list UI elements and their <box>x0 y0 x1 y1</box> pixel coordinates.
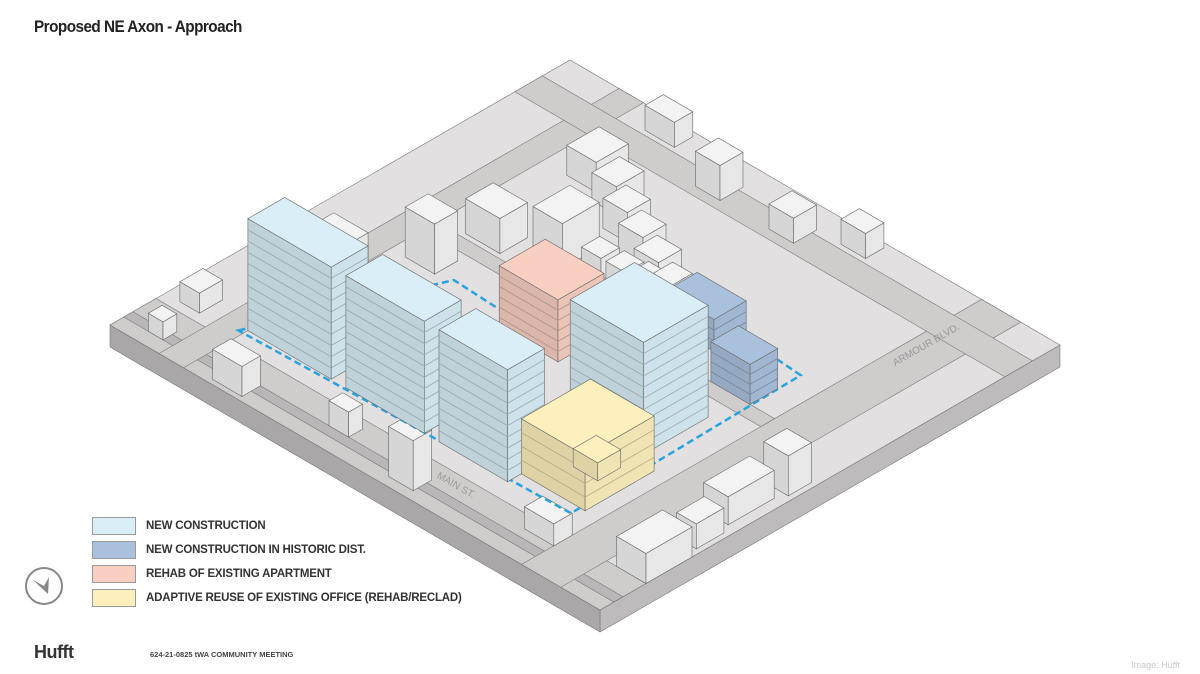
legend-item-historic: NEW CONSTRUCTION IN HISTORIC DIST. <box>92 538 462 562</box>
context-building <box>644 94 694 148</box>
floor-line <box>247 229 369 279</box>
context-building <box>523 495 573 547</box>
legend-label: ADAPTIVE REUSE OF EXISTING OFFICE (REHAB… <box>146 592 462 604</box>
building-roof <box>580 236 620 259</box>
building-roof <box>566 126 629 163</box>
building-roof <box>703 455 775 498</box>
legend-label: NEW CONSTRUCTION <box>146 520 266 532</box>
floor-line <box>569 310 709 355</box>
context-building <box>616 509 693 585</box>
floor-line <box>438 374 545 415</box>
context-building <box>465 182 529 255</box>
floor-line <box>438 385 545 427</box>
building-roof <box>569 262 709 343</box>
floor-line <box>569 355 709 399</box>
building-roof <box>840 208 885 234</box>
floor-line <box>438 363 545 404</box>
legend-item-new-construction: NEW CONSTRUCTION <box>92 514 462 538</box>
page-title: Proposed NE Axon - Approach <box>34 17 242 36</box>
building-roof <box>179 268 224 294</box>
building-roof <box>572 435 622 464</box>
building-roof <box>465 182 529 219</box>
building-roof <box>498 238 605 301</box>
floor-line <box>710 361 778 385</box>
floor-line <box>710 351 778 375</box>
floor-line <box>521 443 655 484</box>
north-arrow-icon <box>25 567 63 605</box>
building-roof <box>616 509 693 554</box>
building-roof <box>633 234 683 263</box>
building-roof <box>345 254 462 322</box>
floor-line <box>569 321 709 366</box>
legend: NEW CONSTRUCTION NEW CONSTRUCTION IN HIS… <box>92 514 462 610</box>
image-credit: Image: Hufft <box>1131 660 1180 670</box>
legend-swatch <box>92 517 136 535</box>
building-roof <box>602 184 651 213</box>
building-roof <box>710 325 779 365</box>
building-roof <box>212 338 261 367</box>
context-building <box>404 193 459 275</box>
building-roof <box>404 193 459 225</box>
legend-label: NEW CONSTRUCTION IN HISTORIC DIST. <box>146 544 366 556</box>
floor-line <box>438 340 545 382</box>
building-roof <box>147 305 178 323</box>
floor-line <box>438 351 545 393</box>
floor-line <box>569 344 709 388</box>
legend-swatch <box>92 541 136 559</box>
building-roof <box>328 392 363 413</box>
context-building <box>179 268 224 314</box>
legend-item-rehab: REHAB OF EXISTING APARTMENT <box>92 562 462 586</box>
building-roof <box>768 190 818 219</box>
context-building <box>763 428 812 497</box>
context-building <box>147 305 178 341</box>
floor-line <box>569 366 709 411</box>
building-roof <box>520 378 655 457</box>
legend-swatch <box>92 589 136 607</box>
floor-line <box>569 332 709 377</box>
floor-line <box>710 371 778 395</box>
context-building <box>694 137 744 202</box>
building-roof <box>617 209 667 238</box>
context-building <box>768 190 818 244</box>
new-construction-tower <box>438 308 545 483</box>
legend-item-adaptive-reuse: ADAPTIVE REUSE OF EXISTING OFFICE (REHAB… <box>92 586 462 610</box>
building-roof <box>523 495 573 525</box>
legend-label: REHAB OF EXISTING APARTMENT <box>146 568 332 580</box>
context-building <box>212 338 261 397</box>
building-roof <box>644 94 694 123</box>
hufft-logo: Hufft <box>34 642 74 662</box>
meeting-label: 624-21-0825 tWA COMMUNITY MEETING <box>150 650 294 659</box>
context-building <box>328 392 363 438</box>
legend-swatch <box>92 565 136 583</box>
building-roof <box>532 184 600 224</box>
historic-district-building <box>710 325 779 405</box>
building-roof <box>676 496 725 525</box>
building-roof <box>591 156 645 188</box>
building-roof <box>247 197 369 268</box>
building-roof <box>438 308 545 371</box>
context-building <box>840 208 885 260</box>
floor-line <box>521 456 655 498</box>
building-roof <box>694 137 744 166</box>
office-rooftop-penthouse <box>572 435 622 482</box>
floor-line <box>345 286 462 333</box>
context-building <box>388 415 433 492</box>
building-roof <box>763 428 812 457</box>
